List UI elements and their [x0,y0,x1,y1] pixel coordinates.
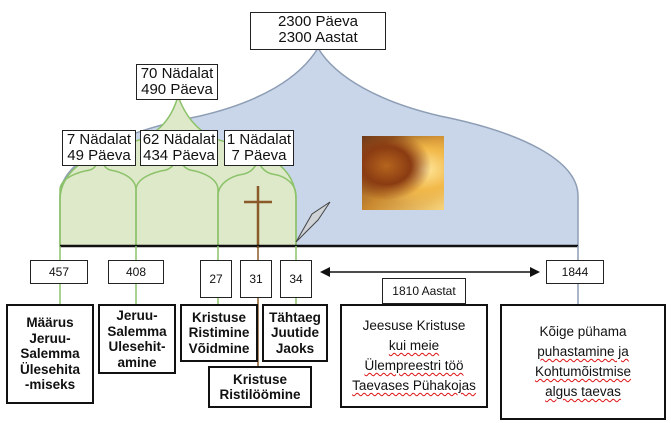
event-408-line: Salemma [107,323,167,339]
label-434-days: 434 Päeva [143,147,215,164]
event-408: Jeruu- Salemma Ulesehit- amine [98,304,176,374]
event-457-line: Määrus [26,315,74,331]
label-7-weeks: 7 Nädalat [66,131,132,148]
year-1844: 1844 [546,260,604,284]
event-457-line: Salemma [20,346,80,362]
box-70-weeks: 70 Nädalat 490 Päeva [136,64,218,100]
label-2300-years: 2300 Aastat [278,29,358,46]
label-1-week: 1 Nädalat [226,131,292,148]
span-1810-label: 1810 Aastat [382,278,466,304]
label-49-days: 49 Päeva [67,147,131,164]
year-27: 27 [200,260,232,298]
event-34: Tähtaeg Juutide Jaoks [262,304,328,362]
event-34-line: Tähtaeg [269,309,321,325]
box-1-week: 1 Nädalat 7 Päeva [224,130,294,166]
event-457: Määrus Jeruu- Salemma Ülesehita -miseks [6,304,94,404]
label-2300-days: 2300 Päeva [277,13,359,30]
event-408-line: Jeruu- [116,308,158,323]
event-408-line: Ulesehit- [108,339,166,354]
event-31: Kristuse Ristilöömine [208,366,312,408]
year-31: 31 [240,260,272,298]
label-490-days: 490 Päeva [141,81,213,98]
event-1844: Kõige pühama puhastamine ja Kohtumõistmi… [500,304,666,420]
event-27-line: Võidmine [188,340,250,356]
event-31-line: Kristuse [232,371,288,387]
ministry-line: Ülempreestri töö [364,358,464,373]
pen-icon [295,201,331,243]
event-408-line: amine [117,354,157,370]
event-1844-line: algus taevas [545,384,621,399]
event-457-line: -miseks [24,377,76,393]
box-2300: 2300 Päeva 2300 Aastat [250,12,386,50]
event-457-line: Ülesehita [19,361,81,377]
year-34: 34 [280,260,312,298]
event-1844-line: Kõige pühama [539,324,627,339]
event-1844-line: puhastamine ja [537,344,629,359]
event-34-line: Jaoks [275,340,315,356]
event-31-line: Ristilöömine [219,387,301,402]
ministry-line: kui meie [388,338,440,353]
year-408: 408 [108,260,164,284]
event-27-line: Kristuse [191,309,247,325]
ministry-line: Taevases Pühakojas [352,378,476,393]
event-34-line: Juutide [270,325,319,341]
label-70-weeks: 70 Nädalat [140,65,214,82]
box-7-weeks: 7 Nädalat 49 Päeva [62,130,136,166]
event-ministry: Jeesuse Kristuse kui meie Ülempreestri t… [340,304,488,408]
label-7-days: 7 Päeva [231,147,287,164]
box-62-weeks: 62 Nädalat 434 Päeva [140,130,218,166]
event-27: Kristuse Ristimine Võidmine [180,304,258,362]
event-27-line: Ristimine [188,325,250,341]
event-457-line: Jeruu- [29,330,71,346]
event-1844-line: Kohtumõistmise [534,364,632,379]
label-62-weeks: 62 Nädalat [142,131,216,148]
ministry-line: Jeesuse Kristuse [362,318,466,333]
arrow-left-icon [320,267,330,277]
year-457: 457 [30,260,88,284]
high-priest-image [362,136,444,210]
arrow-right-icon [530,267,540,277]
